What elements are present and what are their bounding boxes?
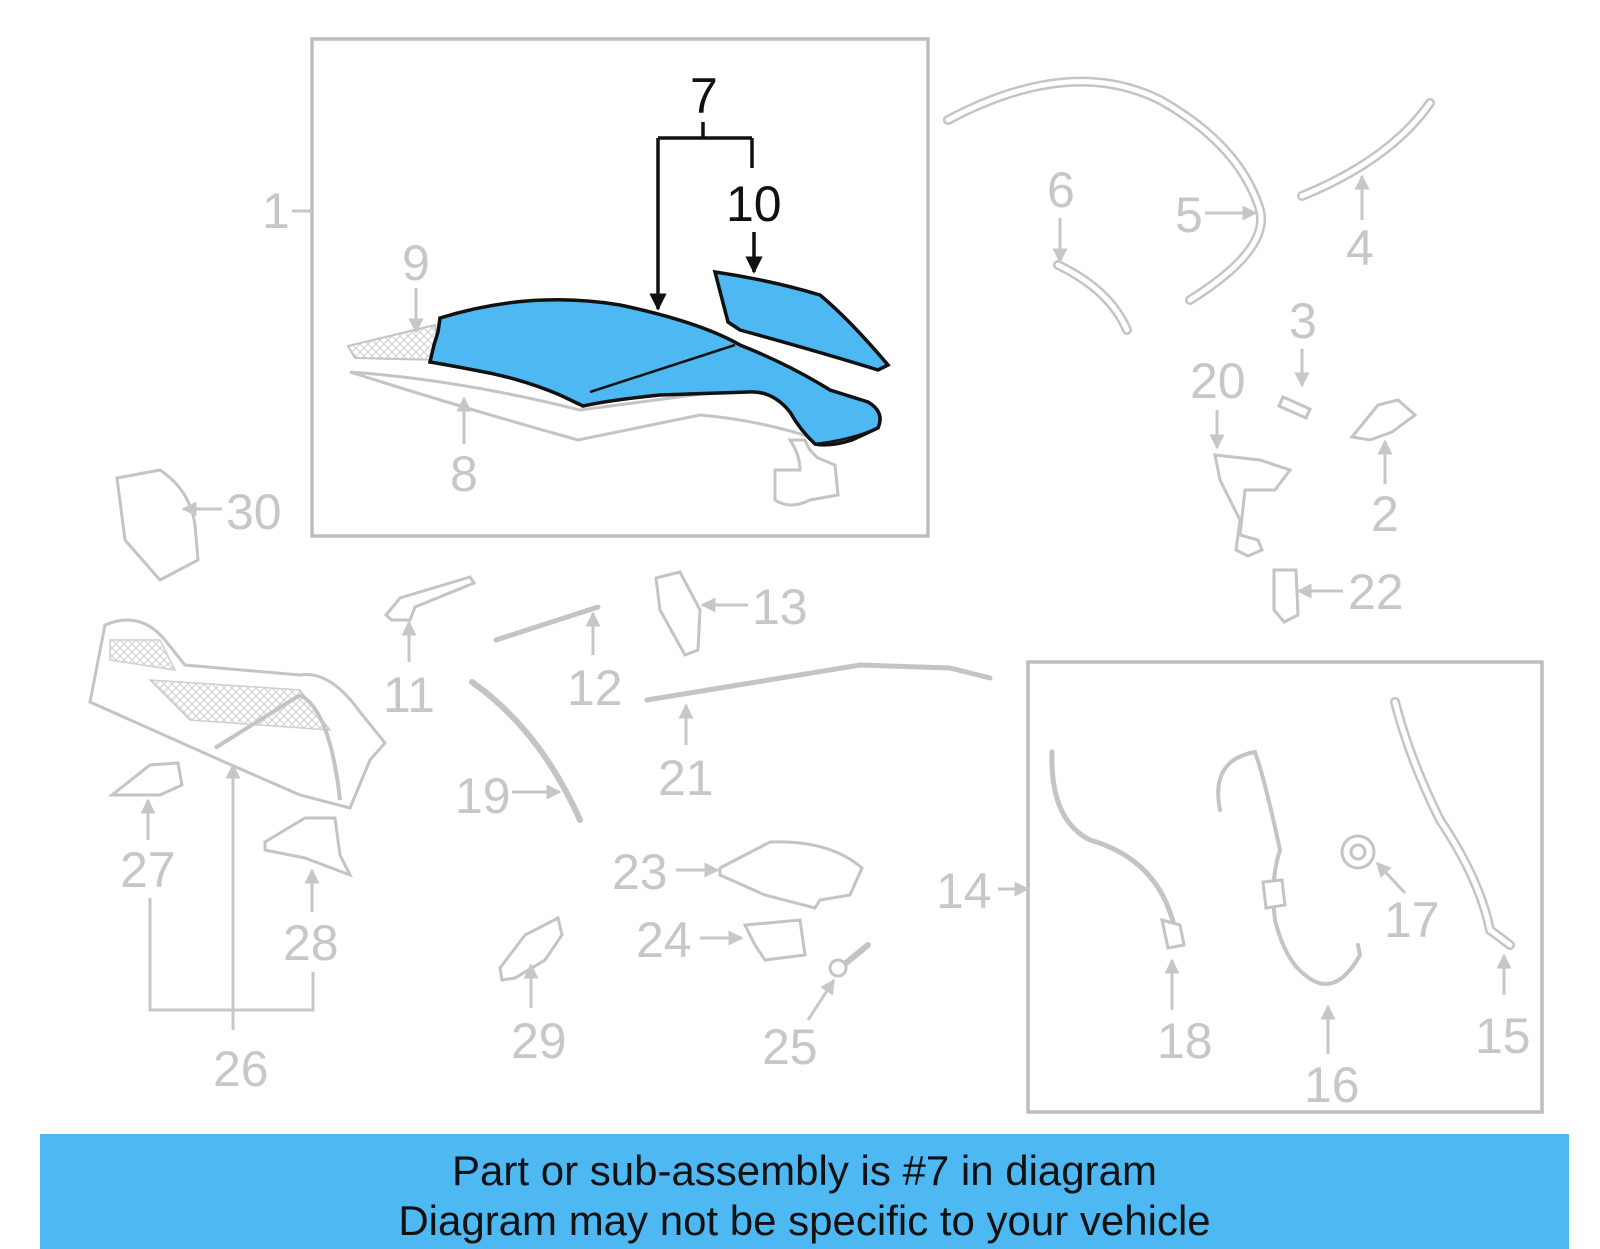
leader-17 <box>1375 861 1407 895</box>
callout-21: 21 <box>658 750 714 806</box>
callout-26: 26 <box>213 1041 269 1097</box>
callout-30: 30 <box>226 484 282 540</box>
leader-25 <box>806 978 836 1021</box>
part-18-cable <box>1049 749 1178 933</box>
banner-line-1: Part or sub-assembly is #7 in diagram <box>452 1147 1157 1194</box>
callout-14: 14 <box>936 863 992 919</box>
part-19-rail <box>469 679 583 823</box>
leader-26-bracket <box>148 898 315 1012</box>
cable-assembly-box <box>1026 660 1544 1114</box>
part-16-harness <box>1216 749 1363 986</box>
part-3-pin <box>1277 395 1312 420</box>
callout-7: 7 <box>690 68 718 124</box>
callout-25: 25 <box>762 1019 818 1075</box>
leader-7-bracket <box>658 122 754 168</box>
part-23-cover <box>718 840 864 910</box>
part-10-rear-window <box>712 269 891 372</box>
part-27-bracket <box>107 761 184 797</box>
part-24-clip <box>742 918 807 962</box>
part-20-latch <box>1213 453 1293 558</box>
part-7-seam <box>589 343 736 394</box>
part-18-end <box>1160 917 1186 950</box>
callout-6: 6 <box>1047 162 1075 218</box>
callout-16: 16 <box>1304 1057 1360 1113</box>
part-16-connector <box>1261 878 1287 910</box>
callout-12: 12 <box>567 660 623 716</box>
part-28-bracket <box>263 816 354 878</box>
part-5-weatherstrip-inner <box>945 79 1264 303</box>
part-5-weatherstrip <box>943 76 1267 305</box>
part-13-bracket <box>654 570 702 657</box>
callout-22: 22 <box>1348 564 1404 620</box>
callout-10: 10 <box>726 176 782 232</box>
part-12-rod <box>493 604 601 643</box>
callout-29: 29 <box>511 1013 567 1069</box>
callout-15: 15 <box>1475 1008 1531 1064</box>
callout-17: 17 <box>1384 892 1440 948</box>
callout-19: 19 <box>455 768 511 824</box>
callout-20: 20 <box>1190 353 1246 409</box>
callout-4: 4 <box>1346 220 1374 276</box>
callout-27: 27 <box>120 842 176 898</box>
callout-2: 2 <box>1371 486 1399 542</box>
part-2-bracket <box>1349 398 1418 442</box>
callout-23: 23 <box>612 844 668 900</box>
callout-18: 18 <box>1157 1013 1213 1069</box>
part-26-frame-mesh <box>109 639 332 731</box>
callout-8: 8 <box>450 446 478 502</box>
part-17-grommet-inner <box>1349 843 1367 861</box>
part-11-rod <box>383 575 477 622</box>
callout-5: 5 <box>1175 187 1203 243</box>
part-7-soft-top <box>427 298 882 447</box>
callout-11: 11 <box>383 667 435 723</box>
top-assembly-box <box>310 37 930 538</box>
part-21-cable <box>644 662 993 703</box>
callout-3: 3 <box>1289 293 1317 349</box>
part-30-cover <box>115 468 200 582</box>
part-15-seal-inner <box>1392 699 1513 948</box>
callout-24: 24 <box>636 912 692 968</box>
part-25-head <box>828 958 848 978</box>
info-banner: Part or sub-assembly is #7 in diagram Di… <box>40 1134 1569 1249</box>
part-4-seal <box>1297 98 1435 201</box>
part-7-trim <box>814 426 879 446</box>
callout-1: 1 <box>262 183 290 239</box>
part-4-seal-inner <box>1299 100 1433 199</box>
callout-13: 13 <box>752 579 808 635</box>
part-6-seal-inner <box>1055 262 1130 333</box>
callout-28: 28 <box>283 915 339 971</box>
top-frame-hinge <box>773 438 840 507</box>
banner-line-2: Diagram may not be specific to your vehi… <box>398 1197 1211 1244</box>
part-29-guide <box>498 915 564 982</box>
part-6-seal <box>1053 260 1132 335</box>
callout-9: 9 <box>402 235 430 291</box>
part-26-bar <box>213 693 342 801</box>
part-22-clip <box>1272 568 1300 624</box>
